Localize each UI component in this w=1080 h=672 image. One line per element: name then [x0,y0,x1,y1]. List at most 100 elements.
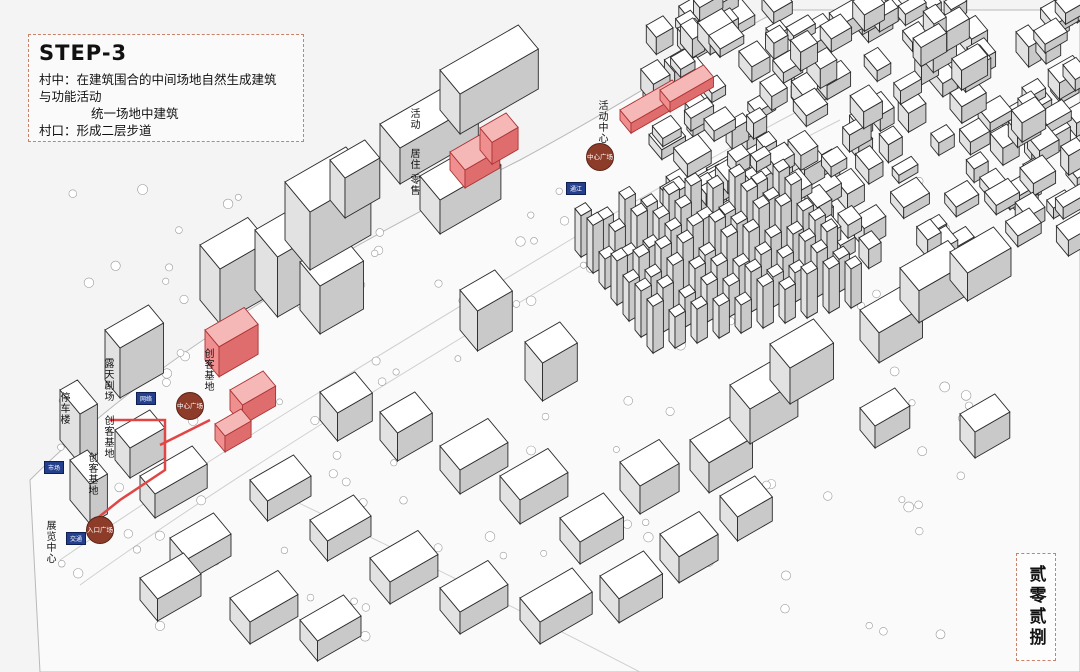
building [1062,56,1080,93]
tree [154,530,165,541]
tree [499,551,508,560]
building [858,230,882,270]
tree [665,406,675,416]
building [891,155,919,185]
building [299,594,362,663]
building [690,295,709,345]
tree [377,377,387,386]
label-open-theater: 露天剧场 [102,358,113,402]
tree [935,629,946,640]
tree [162,277,170,285]
highlighted-building [214,408,252,454]
building [1060,136,1080,177]
building [229,569,299,646]
building [944,179,980,219]
building [951,43,989,92]
step-title: STEP-3 [39,41,128,65]
tree [917,446,928,457]
tree [527,211,535,219]
building [559,492,625,566]
building [199,216,269,326]
building [1055,211,1080,258]
tree [137,184,148,195]
tree [526,445,536,456]
building [756,272,775,330]
tree [433,543,443,553]
tree [73,568,84,579]
building [1033,17,1068,55]
building [645,15,674,56]
label-creative-base-3: 创客基地 [86,452,97,496]
tree [540,550,548,557]
building [800,260,819,320]
tree [939,381,951,393]
tree [179,294,189,304]
building [852,0,886,33]
tree [865,621,873,630]
building [778,275,797,325]
tree [454,355,462,362]
tree [162,378,171,387]
building [499,447,569,526]
tree [541,412,550,421]
tree [196,495,207,506]
tree [83,277,94,288]
building [1005,207,1042,249]
tree [580,261,587,269]
label-creative-base-2: 创客基地 [102,415,113,459]
elevated-walkway [94,418,211,521]
building [822,255,841,315]
building [519,567,593,646]
tree [530,237,538,245]
tree [361,603,371,612]
tree [306,593,315,602]
tree [57,443,65,451]
tree [623,396,633,406]
building [889,176,931,220]
tree [898,496,906,503]
building [439,24,539,136]
description-line-4: 村口：形成二层步道 [39,123,152,138]
description-line-3: 统一场地中建筑 [91,106,179,121]
tree [908,399,916,407]
building [619,438,680,516]
building [703,106,737,143]
tree [914,500,923,509]
tree [392,368,400,376]
building [651,114,682,148]
building [897,90,927,134]
building [1010,96,1047,144]
building [299,236,365,336]
label-activity-center: 活动中心 [596,100,607,144]
tree [375,228,384,237]
sign-2: 网络 [136,392,157,405]
building [759,72,788,112]
tree [114,482,124,493]
tree [526,295,537,306]
tree [175,226,183,234]
highlighted-building [659,64,715,114]
building [599,550,664,625]
sign-3: 市场 [44,461,65,474]
year-stamp-text: 贰零贰捌 [1025,565,1046,649]
central-plaza-marker-2: 中心广场 [176,392,204,420]
tree [879,627,888,636]
tree [559,216,570,226]
building [659,510,719,585]
tree [915,526,924,536]
description-line-2: 与功能活动 [39,89,102,104]
building [738,40,771,84]
building [249,454,312,523]
building [1054,0,1080,26]
building [878,125,903,164]
building [719,475,773,543]
building [893,70,923,106]
sign-1: 通江 [566,182,587,195]
tree [310,415,320,425]
building [859,387,911,450]
building [749,145,772,174]
building [849,84,884,130]
building [764,24,789,61]
building [459,269,513,353]
building [524,321,578,403]
